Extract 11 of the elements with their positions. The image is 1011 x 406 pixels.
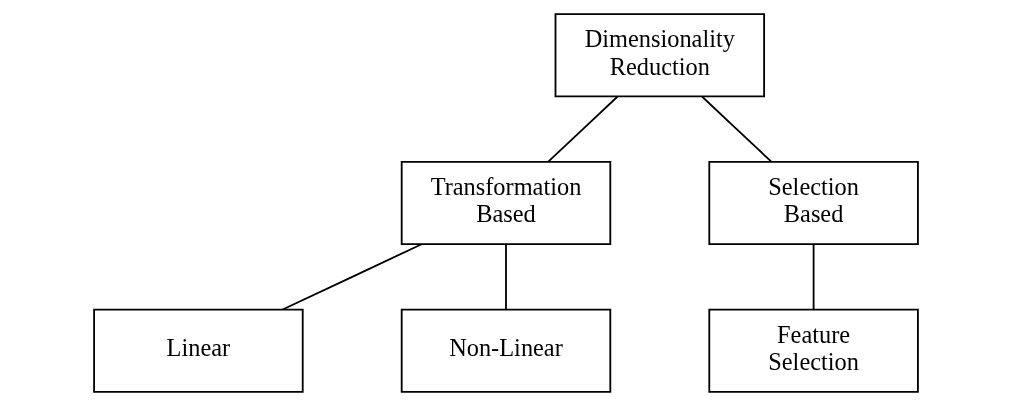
node-box: Linear: [92, 308, 304, 393]
connector: [281, 243, 422, 311]
node-box: Dimensionality Reduction: [554, 13, 765, 98]
connector: [700, 95, 772, 163]
node-box: Selection Based: [707, 160, 919, 246]
node-box: Non-Linear: [400, 308, 611, 393]
node-box: Transformation Based: [400, 160, 611, 246]
connector: [546, 95, 618, 163]
connector: [812, 243, 814, 311]
node-box: Feature Selection: [707, 308, 919, 393]
connector: [504, 243, 507, 311]
